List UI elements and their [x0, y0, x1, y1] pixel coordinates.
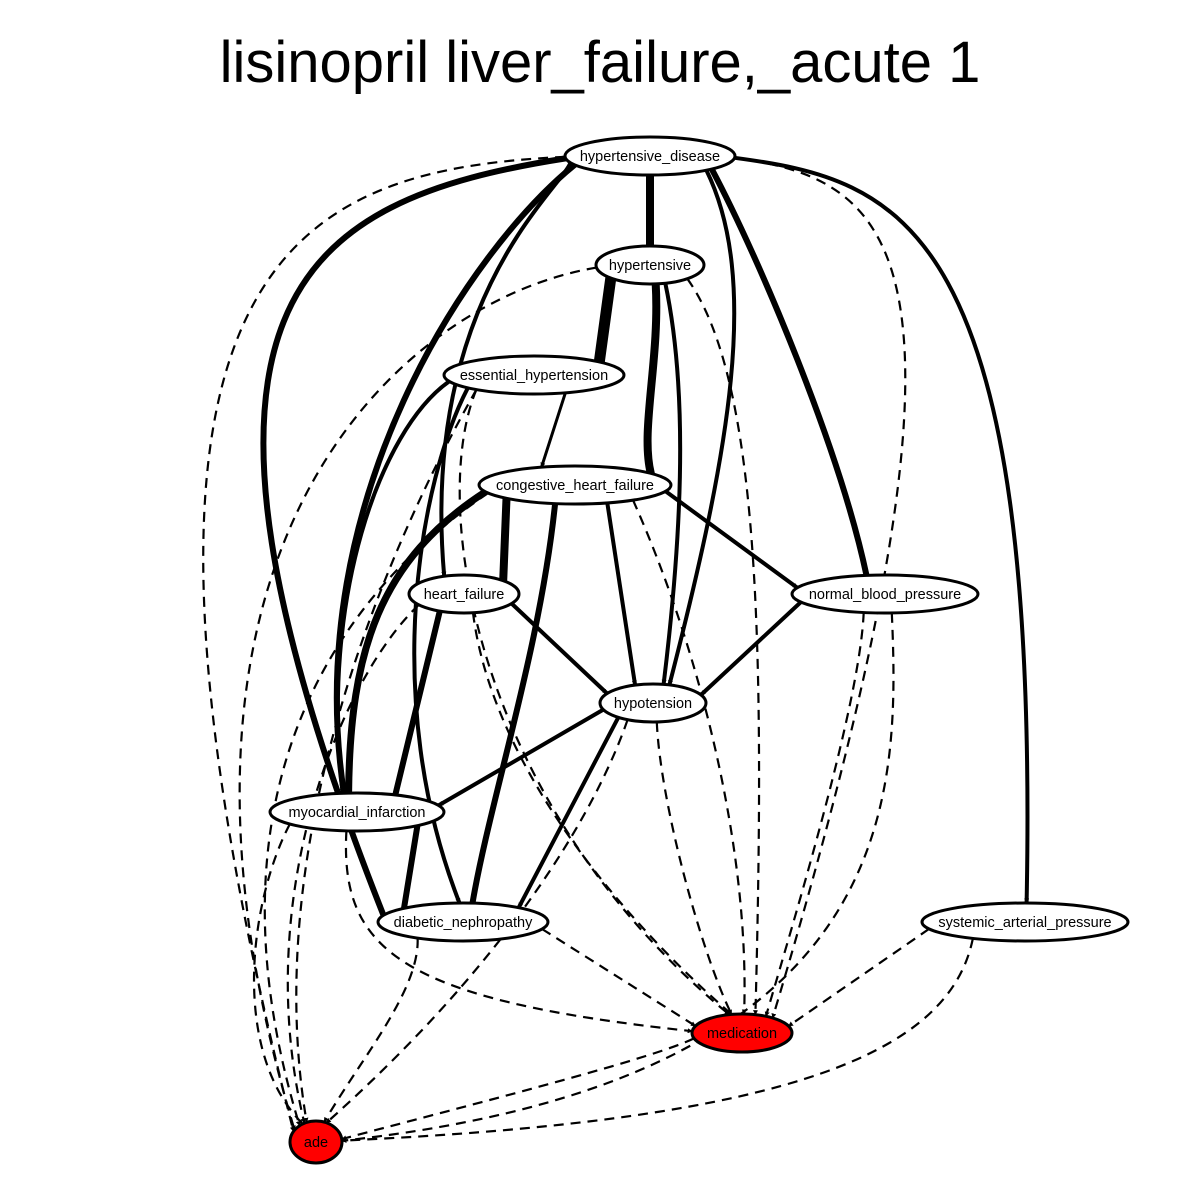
edge-congestive-heart-failure-to-heart-failure: [499, 494, 511, 585]
node-ellipse: [594, 244, 706, 286]
node-label: hypertensive_disease: [580, 149, 720, 165]
edge-hypertensive-to-ade: [238, 266, 597, 1131]
edge-hypertensive-to-hypotension: [661, 281, 683, 687]
node-hypotension[interactable]: hypotension: [598, 682, 708, 724]
edge-hypertensive-disease-to-systemic-arterial-pressure: [732, 155, 1030, 905]
nodes-layer: hypertensive_disease hypertensive essentia…: [268, 135, 1130, 1165]
edge-hypertensive-to-medication: [686, 278, 761, 1016]
edge-hypertensive-disease-to-ade: [202, 155, 566, 1132]
node-myocardial-infarction[interactable]: myocardial_infarction: [268, 791, 446, 833]
edge-hypertensive-disease-to-diabetic-nephropathy: [260, 155, 569, 919]
node-ellipse: [407, 573, 521, 615]
node-congestive-heart-failure[interactable]: congestive_heart_failure: [477, 464, 673, 506]
node-ellipse: [288, 1119, 344, 1165]
edge-hypertensive-to-congestive-heart-failure: [643, 279, 661, 478]
edge-normal-blood-pressure-to-medication: [764, 612, 865, 1017]
node-ellipse: [268, 791, 446, 833]
graph-title: lisinopril liver_failure,_acute 1: [220, 30, 981, 95]
edge-hypotension-to-diabetic-nephropathy: [516, 715, 621, 910]
node-essential-hypertension[interactable]: essential_hypertension: [442, 354, 626, 396]
edge-normal-blood-pressure-to-hypotension: [699, 600, 803, 697]
node-ellipse: [920, 901, 1130, 943]
edge-myocardial-infarction-to-medication: [344, 830, 693, 1034]
edge-medication-to-ade: [341, 1037, 695, 1141]
node-label: diabetic_nephropathy: [394, 915, 533, 931]
edge-myocardial-infarction-to-ade: [252, 823, 304, 1125]
edge-hypotension-to-medication: [655, 721, 733, 1015]
edge-hypertensive-to-essential-hypertension: [593, 272, 617, 368]
edge-diabetic-nephropathy-to-ade: [323, 938, 419, 1123]
node-ellipse: [690, 1012, 794, 1054]
edge-hypotension-to-myocardial-infarction: [436, 707, 606, 808]
edge-heart-failure-to-myocardial-infarction: [392, 608, 443, 798]
node-label: essential_hypertension: [460, 368, 608, 384]
edge-congestive-heart-failure-to-myocardial-infarction: [345, 488, 489, 797]
edge-myocardial-infarction-to-diabetic-nephropathy: [401, 822, 421, 912]
node-hypertensive-disease[interactable]: hypertensive_disease: [563, 135, 737, 177]
edge-normal-blood-pressure-to-ade: [341, 612, 895, 1143]
edge-congestive-heart-failure-to-hypotension: [605, 500, 638, 688]
edge-systemic-arterial-pressure-to-medication: [787, 927, 930, 1028]
node-label: hypertensive: [609, 258, 691, 274]
node-label: congestive_heart_failure: [496, 478, 654, 494]
node-label: normal_blood_pressure: [809, 587, 961, 603]
node-ellipse: [563, 135, 737, 177]
edge-heart-failure-to-ade: [286, 604, 420, 1124]
node-ellipse: [477, 464, 673, 506]
node-label: medication: [707, 1026, 777, 1042]
node-ellipse: [598, 682, 708, 724]
edge-congestive-heart-failure-to-diabetic-nephropathy: [469, 500, 559, 907]
node-label: heart_failure: [424, 587, 505, 603]
node-label: systemic_arterial_pressure: [938, 915, 1111, 931]
edge-essential-hypertension-to-medication: [458, 389, 730, 1016]
node-medication[interactable]: medication: [690, 1012, 794, 1054]
edge-systemic-arterial-pressure-to-ade: [341, 938, 974, 1143]
edge-essential-hypertension-to-congestive-heart-failure: [540, 391, 567, 469]
node-diabetic-nephropathy[interactable]: diabetic_nephropathy: [376, 901, 550, 943]
edge-essential-hypertension-to-myocardial-infarction: [335, 379, 452, 796]
node-label: hypotension: [614, 696, 692, 712]
edge-hypertensive-disease-to-normal-blood-pressure: [708, 166, 870, 579]
node-hypertensive[interactable]: hypertensive: [594, 244, 706, 286]
node-ellipse: [442, 354, 626, 396]
edge-congestive-heart-failure-to-normal-blood-pressure: [663, 489, 800, 590]
edge-hypertensive-disease-to-hypotension: [667, 168, 737, 687]
node-ellipse: [790, 573, 980, 615]
edge-congestive-heart-failure-to-ade: [263, 492, 489, 1127]
edge-heart-failure-to-hypotension: [509, 601, 610, 696]
node-heart-failure[interactable]: heart_failure: [407, 573, 521, 615]
node-label: ade: [304, 1135, 328, 1151]
edge-hypotension-to-ade: [325, 719, 629, 1124]
node-ellipse: [376, 901, 550, 943]
node-normal-blood-pressure[interactable]: normal_blood_pressure: [790, 573, 980, 615]
edge-congestive-heart-failure-to-medication: [631, 499, 747, 1015]
edge-essential-hypertension-to-ade: [295, 389, 478, 1123]
edges-layer: [202, 155, 1030, 1143]
node-systemic-arterial-pressure[interactable]: systemic_arterial_pressure: [920, 901, 1130, 943]
edge-diabetic-nephropathy-to-medication: [541, 928, 697, 1027]
node-label: myocardial_infarction: [288, 805, 425, 821]
node-ade[interactable]: ade: [288, 1119, 344, 1165]
edge-heart-failure-to-medication: [471, 612, 733, 1016]
edge-hypertensive-disease-to-medication: [734, 156, 907, 1019]
